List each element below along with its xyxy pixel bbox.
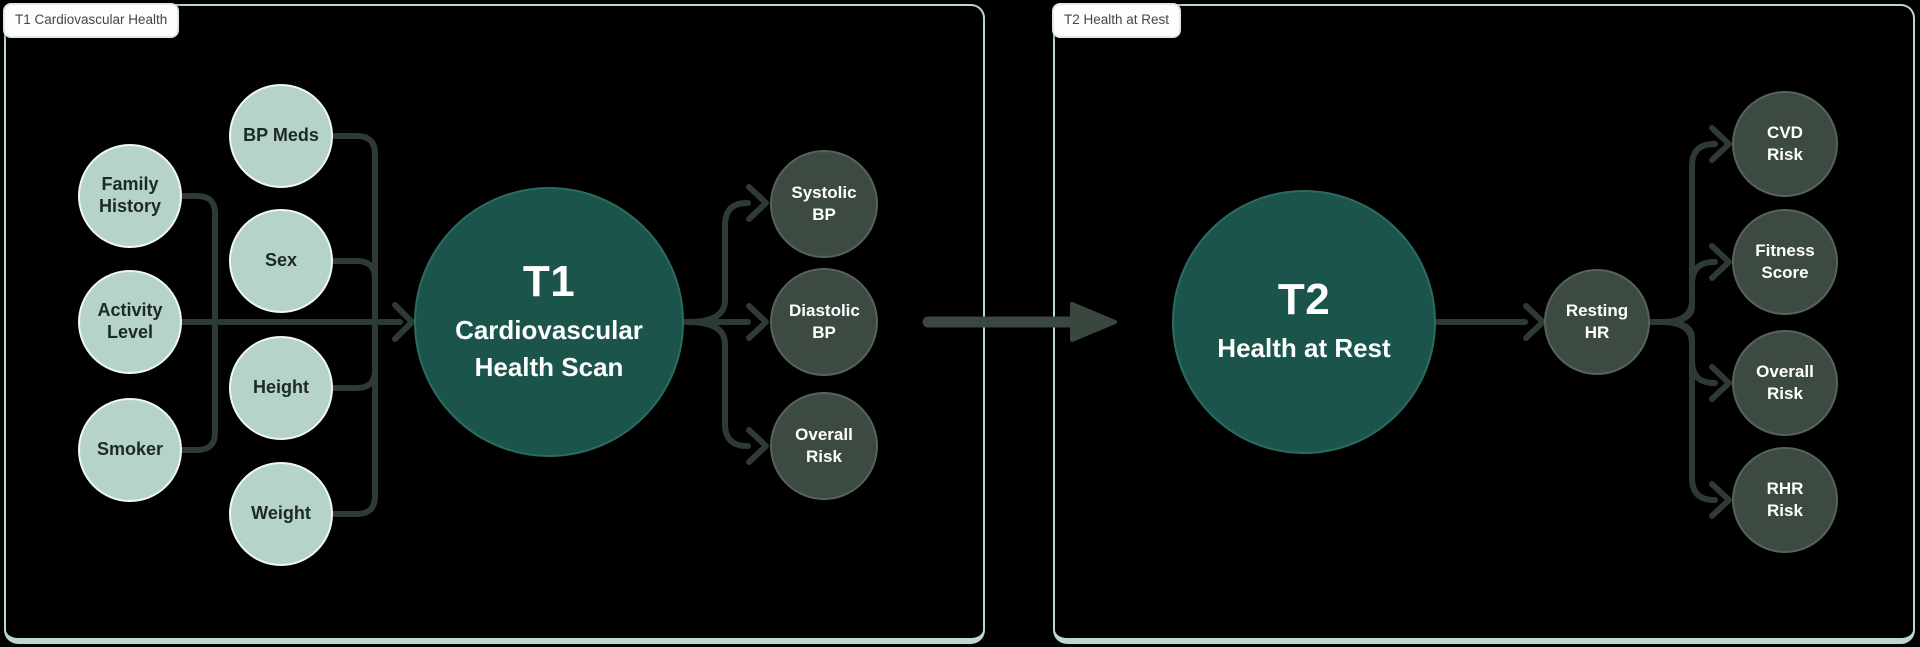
hub-subtitle: Cardiovascular Health Scan bbox=[455, 315, 643, 382]
node-cvd-risk[interactable]: CVD Risk bbox=[1732, 91, 1838, 197]
node-diastolic-bp[interactable]: Diastolic BP bbox=[770, 268, 878, 376]
edge-height bbox=[330, 319, 378, 391]
node-label: CVD Risk bbox=[1767, 122, 1803, 164]
arrowhead-resting-hr bbox=[1523, 303, 1546, 341]
edge-rhr-risk bbox=[1659, 319, 1718, 503]
node-label: Height bbox=[253, 377, 309, 398]
node-t2-health-at-rest[interactable]: T2 Health at Rest bbox=[1172, 190, 1436, 454]
node-overall-risk-2[interactable]: Overall Risk bbox=[1732, 330, 1838, 436]
node-label: BP Meds bbox=[243, 125, 319, 146]
edge-family-history bbox=[177, 193, 218, 325]
arrowhead-rhr-risk bbox=[1709, 481, 1732, 519]
node-family-history[interactable]: Family History bbox=[78, 144, 182, 248]
node-resting-hr[interactable]: Resting HR bbox=[1544, 269, 1650, 375]
node-fitness-score[interactable]: Fitness Score bbox=[1732, 209, 1838, 315]
inter-panel-arrowhead bbox=[1070, 302, 1117, 342]
node-label: Smoker bbox=[96, 439, 164, 460]
node-t1-cardiovascular-health-scan[interactable]: T1 Cardiovascular Health Scan bbox=[414, 187, 684, 457]
node-smoker[interactable]: Smoker bbox=[78, 398, 182, 502]
edge-sex bbox=[330, 258, 378, 325]
node-label: RHR Risk bbox=[1766, 478, 1804, 520]
node-label: Weight bbox=[251, 503, 311, 524]
node-label: Overall Risk bbox=[1756, 361, 1814, 403]
node-label: Fitness Score bbox=[1755, 240, 1815, 282]
arrowhead-systolic bbox=[746, 184, 769, 222]
node-sex[interactable]: Sex bbox=[229, 209, 333, 313]
node-overall-risk[interactable]: Overall Risk bbox=[770, 392, 878, 500]
edges-panel1 bbox=[177, 133, 769, 517]
edge-cvd-risk bbox=[1659, 141, 1718, 325]
arrowhead-overall-risk-2 bbox=[1709, 364, 1732, 402]
node-systolic-bp[interactable]: Systolic BP bbox=[770, 150, 878, 258]
arrowhead-cvd-risk bbox=[1709, 125, 1732, 163]
edge-t1-systolic bbox=[685, 200, 751, 325]
tab-panel-t1[interactable]: T1 Cardiovascular Health bbox=[3, 3, 180, 38]
edge-fitness-score bbox=[1659, 259, 1718, 325]
node-activity-level[interactable]: Activity Level bbox=[78, 270, 182, 374]
node-label: Systolic BP bbox=[791, 182, 857, 224]
hub-title: T2 bbox=[1277, 275, 1331, 325]
node-rhr-risk[interactable]: RHR Risk bbox=[1732, 447, 1838, 553]
edge-panel1-to-panel2 bbox=[922, 302, 1117, 342]
tab-panel-t2[interactable]: T2 Health at Rest bbox=[1052, 3, 1182, 38]
hub-subtitle: Health at Rest bbox=[1217, 333, 1391, 364]
arrowhead-into-t1 bbox=[392, 302, 415, 342]
edge-bp-meds bbox=[330, 133, 378, 325]
node-label: Diastolic BP bbox=[789, 300, 860, 342]
node-height[interactable]: Height bbox=[229, 336, 333, 440]
hub-title: T1 bbox=[522, 257, 576, 307]
node-label: Sex bbox=[264, 250, 298, 271]
node-label: Resting HR bbox=[1565, 300, 1629, 342]
arrowhead-fitness-score bbox=[1709, 243, 1732, 281]
edge-smoker bbox=[177, 319, 218, 453]
arrowhead-overall bbox=[746, 427, 769, 465]
node-label: Overall Risk bbox=[795, 424, 853, 466]
edge-t1-overall bbox=[685, 319, 751, 449]
arrowhead-diastolic bbox=[746, 303, 769, 341]
node-label: Family History bbox=[98, 174, 161, 216]
edge-weight bbox=[330, 319, 378, 517]
node-weight[interactable]: Weight bbox=[229, 462, 333, 566]
node-label: Activity Level bbox=[97, 300, 163, 342]
edges-panel2 bbox=[1433, 125, 1732, 519]
node-bp-meds[interactable]: BP Meds bbox=[229, 84, 333, 188]
